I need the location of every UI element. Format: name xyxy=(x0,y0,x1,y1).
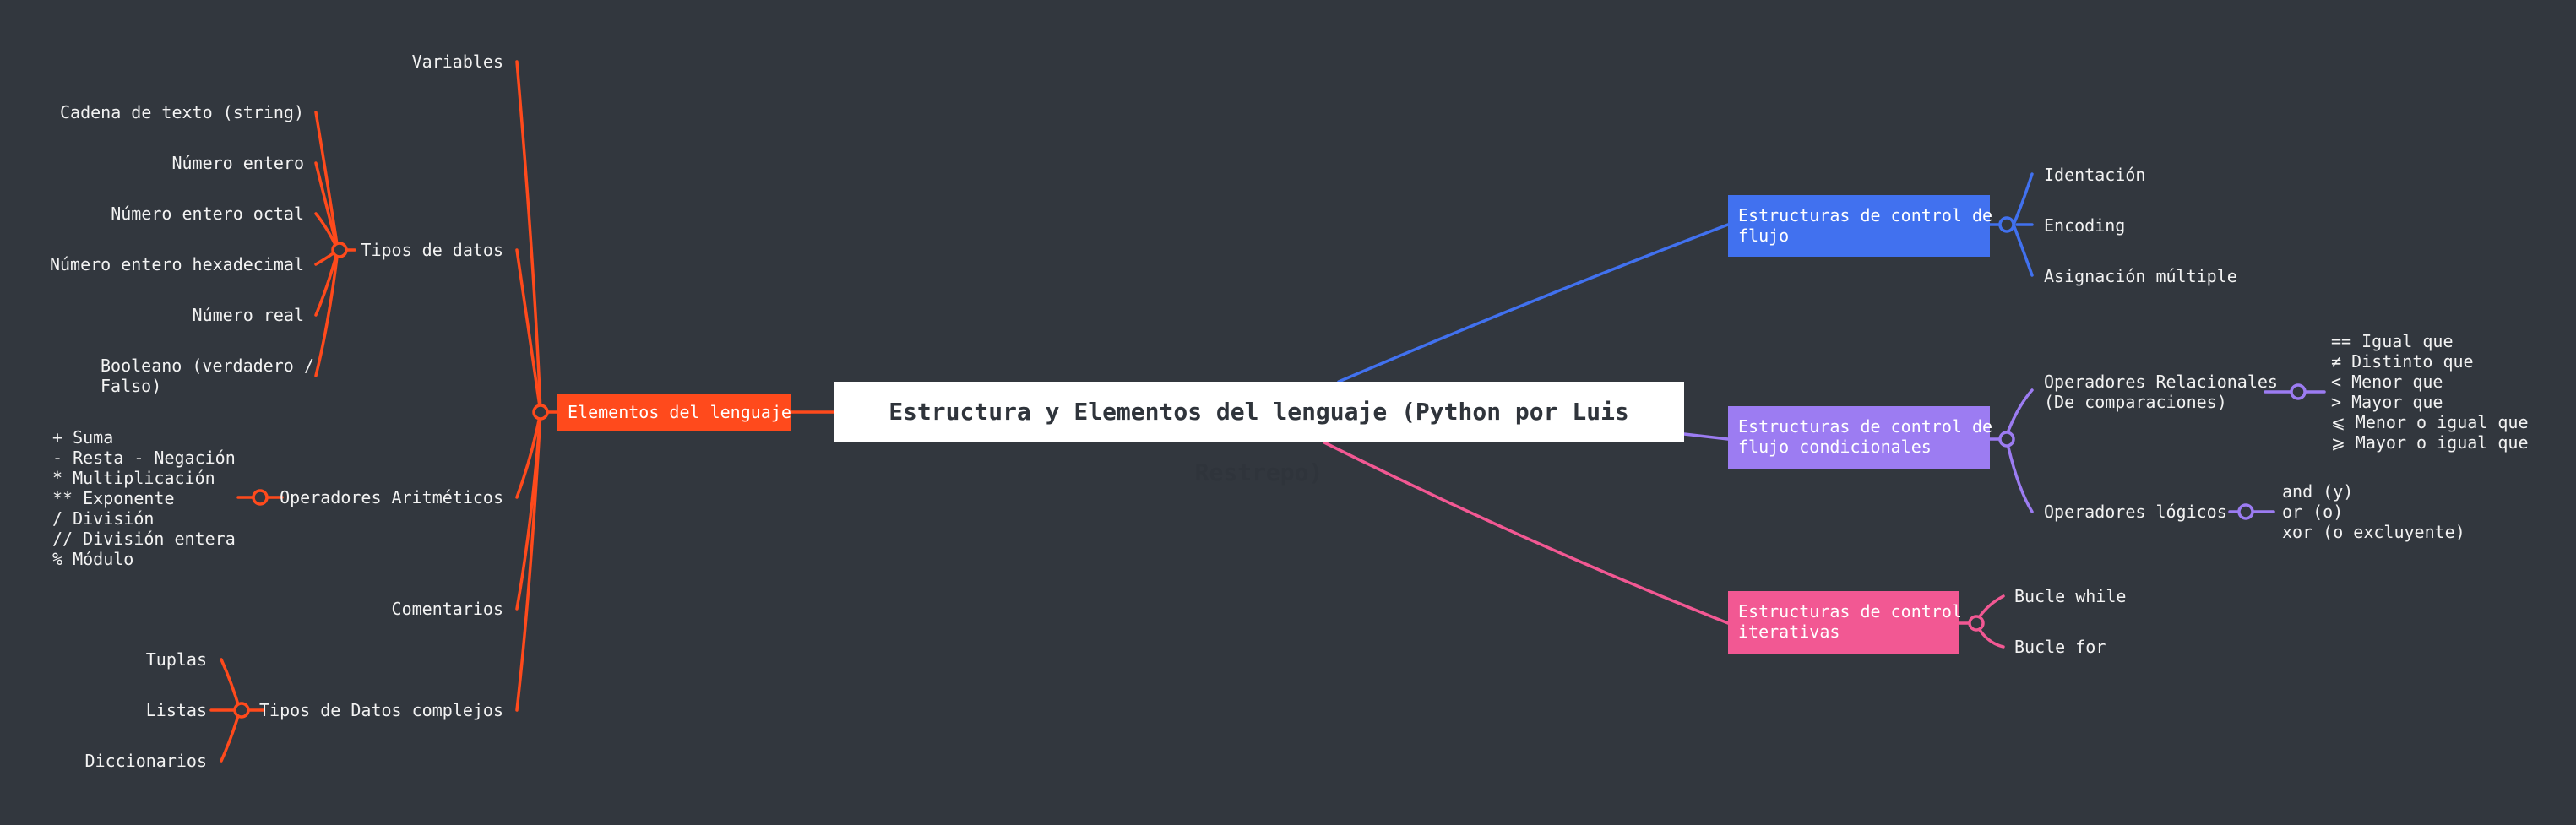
connectors-left-main xyxy=(515,60,559,712)
logicos-detail[interactable]: and (y) or (o) xor (o excluyente) xyxy=(2282,481,2465,542)
subtopic-tipos-complejos[interactable]: Tipos de Datos complejos xyxy=(259,700,503,720)
flujo-item[interactable]: Identación xyxy=(2044,165,2146,185)
tipo-dato-item[interactable]: Número entero octal xyxy=(111,204,304,224)
tipo-complejo-item[interactable]: Diccionarios xyxy=(84,751,208,771)
aritmeticos-detail[interactable]: + Suma - Resta - Negación * Multiplicaci… xyxy=(52,427,236,569)
subtopic-operadores-logicos[interactable]: Operadores lógicos xyxy=(2044,502,2227,522)
connectors-condicionales xyxy=(1988,388,2326,513)
iterativa-item[interactable]: Bucle while xyxy=(2014,586,2127,606)
junction-tipos-datos xyxy=(331,242,348,258)
subtopic-variables[interactable]: Variables xyxy=(411,52,503,72)
junction-logicos xyxy=(2237,503,2254,520)
flujo-item[interactable]: Asignación múltiple xyxy=(2044,266,2237,286)
tipo-dato-item[interactable]: Booleano (verdadero / Falso) xyxy=(101,356,314,396)
connector-root-condicionales xyxy=(1682,432,1730,441)
junction-tipos-complejos xyxy=(233,702,250,719)
tipo-complejo-item[interactable]: Listas xyxy=(145,700,207,720)
tipo-dato-item[interactable]: Número entero xyxy=(171,153,304,173)
junction-relacionales xyxy=(2290,383,2307,400)
connectors-flujo xyxy=(1988,172,2034,277)
tipo-dato-item[interactable]: Número real xyxy=(192,305,304,325)
topic-control-iterativas[interactable]: Estructuras de control iterativas xyxy=(1728,591,1962,654)
tipo-dato-item[interactable]: Cadena de texto (string) xyxy=(60,102,304,122)
connectors-iterativas xyxy=(1958,594,2005,649)
iterativa-item[interactable]: Bucle for xyxy=(2014,637,2106,657)
relacionales-detail[interactable]: == Igual que ≠ Distinto que < Menor que … xyxy=(2331,331,2529,453)
subtopic-tipos-datos[interactable]: Tipos de datos xyxy=(361,240,503,260)
topic-control-flujo[interactable]: Estructuras de control de flujo xyxy=(1728,195,1992,257)
junction-aritmeticos xyxy=(252,489,269,506)
tipo-complejo-item[interactable]: Tuplas xyxy=(145,649,207,670)
junction-condicionales xyxy=(1998,431,2015,448)
junction-flujo xyxy=(1998,216,2015,233)
junction-left-main xyxy=(532,404,549,421)
root-topic[interactable]: Estructura y Elementos del lenguaje (Pyt… xyxy=(834,382,1684,486)
subtopic-operadores-aritmeticos[interactable]: Operadores Aritméticos xyxy=(280,487,503,507)
subtopic-comentarios[interactable]: Comentarios xyxy=(391,599,503,619)
connector-root-iterativas xyxy=(1323,441,1730,625)
flujo-item[interactable]: Encoding xyxy=(2044,215,2126,236)
topic-control-condicionales[interactable]: Estructuras de control de flujo condicio… xyxy=(1728,406,1992,469)
connector-root-flujo xyxy=(1337,223,1730,383)
subtopic-operadores-relacionales[interactable]: Operadores Relacionales (De comparacione… xyxy=(2044,372,2278,412)
topic-elementos-lenguaje[interactable]: Elementos del lenguaje xyxy=(557,394,791,431)
junction-iterativas xyxy=(1968,615,1985,632)
tipo-dato-item[interactable]: Número entero hexadecimal xyxy=(49,254,304,274)
